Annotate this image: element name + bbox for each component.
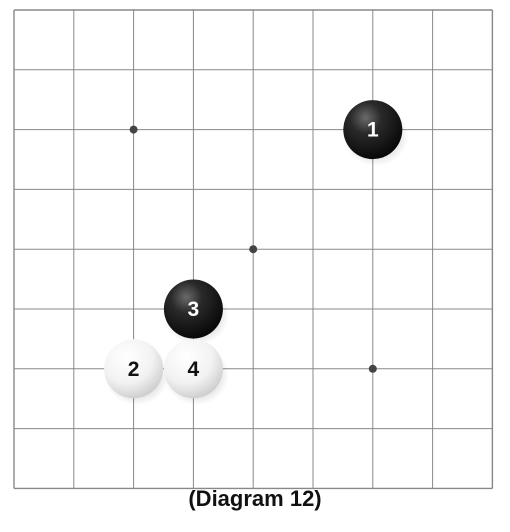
stone-number: 1 — [367, 119, 379, 142]
star-point — [368, 364, 377, 373]
diagram-caption: (Diagram 12) — [188, 486, 322, 511]
stone-body — [343, 100, 403, 160]
stone-number: 3 — [188, 298, 200, 321]
white-stone-4: 4 — [163, 339, 229, 406]
star-point — [249, 245, 258, 254]
white-stone-2: 2 — [104, 339, 170, 406]
stone-number: 4 — [188, 358, 200, 381]
stone-body — [163, 339, 223, 399]
black-stone-1: 1 — [343, 100, 409, 167]
stone-body — [104, 339, 164, 399]
star-points — [129, 125, 377, 373]
stone-body — [163, 279, 223, 339]
stones-layer: 1 2 3 4 — [104, 100, 409, 406]
go-board: 1 2 3 4 — [13, 9, 494, 490]
board-grid — [13, 9, 494, 490]
stone-number: 2 — [128, 358, 140, 381]
black-stone-3: 3 — [163, 279, 229, 346]
star-point — [129, 125, 138, 134]
